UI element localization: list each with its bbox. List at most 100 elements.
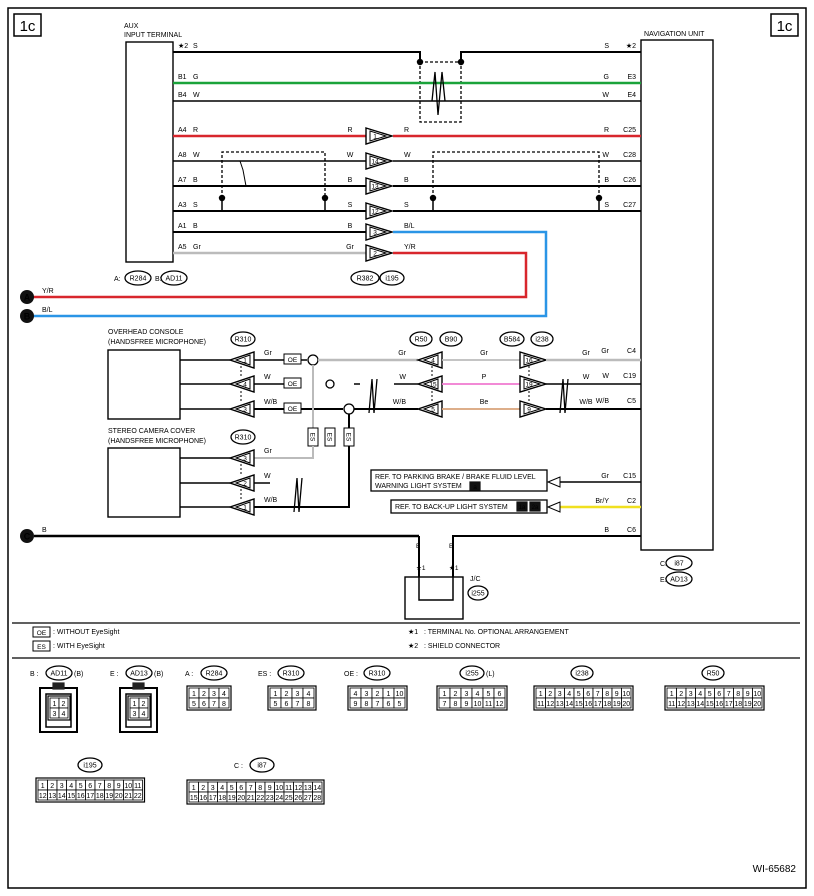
junction-connector-pin-pin: 14	[371, 159, 379, 166]
view-suffix: (B)	[154, 671, 163, 678]
mid-left-color: Gr	[398, 350, 406, 357]
view-r284-pin: 2	[202, 691, 206, 698]
twist-hint	[239, 160, 247, 187]
figure-id: WI-65682	[753, 864, 797, 875]
junction-conn-a	[350, 270, 380, 286]
es-tag-vertical: ES	[343, 427, 355, 447]
stereo-conn-text: R310	[235, 435, 252, 442]
nav-conn-e-label: E:	[660, 577, 667, 584]
splice-dot	[429, 194, 437, 202]
view-r284-pin: 6	[202, 701, 206, 708]
stereo-connector-pin-pin: 3	[243, 456, 247, 463]
aux-pin-color: B	[193, 177, 198, 184]
view-i195-pin: 6	[88, 783, 92, 790]
view-i87-pin: 13	[304, 785, 312, 792]
stereo-title-1: STEREO CAMERA COVER	[108, 428, 195, 435]
view-r310-oe-pin: 1	[387, 691, 391, 698]
legend-star1: ★1	[408, 628, 418, 636]
es-tag-text: ES	[345, 433, 352, 442]
stereo-connector-pin-inner	[234, 501, 251, 513]
mid-wire-color: P	[482, 374, 487, 381]
aux-conn-b-text: AD11	[166, 276, 183, 283]
junction-left-color: B	[348, 177, 353, 184]
view-r310-es-pin: 4	[307, 691, 311, 698]
view-i195-pin: 5	[79, 783, 83, 790]
view-r310-oe-pin: 2	[376, 691, 380, 698]
junction-connector-pin-inner	[369, 155, 388, 167]
ref-backup-box	[390, 499, 548, 514]
junction-right-color: B	[404, 177, 409, 184]
view-r50-pin: 9	[746, 691, 750, 698]
junction-connector-pin-inner	[369, 247, 388, 259]
aux-pin-color: W	[193, 92, 200, 99]
mid-right-connector-pin-pin: 16	[525, 358, 533, 365]
junction-conn-a-text: R382	[357, 276, 374, 283]
junction-connector-pin-inner	[369, 130, 388, 142]
view-conn-ad11	[45, 665, 73, 681]
wire-bl-to-B	[30, 230, 548, 318]
junction-left-color: W	[347, 152, 354, 159]
aux-conn-a	[124, 270, 152, 286]
ref-parking-tag-box	[469, 481, 481, 491]
nav-conn-c-label: C:	[660, 561, 667, 568]
mid-right-connector-pin-pin: 9	[527, 407, 531, 414]
junction-connector-pin-pin: 13	[371, 184, 379, 191]
view-i238-pin: 17	[594, 701, 602, 708]
view-i87-pin: 5	[230, 785, 234, 792]
nav-pin-number: C19	[623, 373, 636, 380]
view-i87-pin: 27	[304, 795, 312, 802]
view-conn-i238-text: i238	[575, 671, 588, 678]
view-i255-pin: 5	[487, 691, 491, 698]
navigation-unit	[640, 39, 714, 551]
tag-left: 1c	[20, 18, 36, 35]
view-r310-oe-pin: 7	[376, 701, 380, 708]
aux-pin-color: S	[193, 43, 198, 50]
view-pins-pin: 4	[62, 711, 66, 718]
view-i238-pin: 3	[558, 691, 562, 698]
view-i255-pin: 11	[485, 701, 492, 708]
nav-pin-number: C2	[627, 498, 636, 505]
tag-right: 1c	[777, 18, 793, 35]
view-i87-pin: 1	[192, 785, 196, 792]
shield-box	[419, 61, 462, 123]
overhead-console	[107, 349, 181, 420]
view-r310-es-pin: 5	[274, 701, 278, 708]
aux-pin-number: ★2	[178, 42, 188, 50]
nav-pin-color: S	[604, 43, 609, 50]
view-i238-pin: 2	[548, 691, 552, 698]
mid-conn-b-text: B90	[445, 337, 458, 344]
mid-right-color: W	[583, 374, 590, 381]
splice-dot	[218, 194, 226, 202]
view-prefix: OE :	[344, 671, 358, 678]
mid-right-connector-pin-inner	[523, 403, 542, 415]
ref-parking-line2: WARNING LIGHT SYSTEM	[375, 483, 462, 490]
jc-star-right: ★1	[449, 564, 459, 572]
view-i87-pin: 12	[294, 785, 302, 792]
aux-pin-number: B4	[178, 92, 187, 99]
view-i87-pin: 8	[258, 785, 262, 792]
view-i195-pin: 19	[105, 793, 113, 800]
view-r50-pin: 14	[696, 701, 704, 708]
aux-pin-number: A5	[178, 244, 187, 251]
external-wire-color: B/L	[42, 307, 53, 314]
view-conn-r284	[200, 665, 228, 681]
ring-terminal	[343, 403, 355, 415]
tag-right-box	[770, 13, 799, 37]
view-i87-pin: 14	[313, 785, 321, 792]
view-r284-pin: 4	[222, 691, 226, 698]
view-i87-pin: 23	[266, 795, 274, 802]
view-r310-oe-pin: 4	[354, 691, 358, 698]
overhead-wire-color: W	[264, 374, 271, 381]
view-i87-pin: 4	[220, 785, 224, 792]
view-latch	[132, 682, 145, 690]
view-pins-pin: 2	[62, 701, 66, 708]
jc-wire-right: B	[449, 543, 453, 550]
view-conn-i195	[77, 757, 103, 773]
view-r50-pin: 7	[727, 691, 731, 698]
view-i87-pin: 16	[199, 795, 207, 802]
mid-right-color: Gr	[582, 350, 590, 357]
junction-conn-b-text: i195	[385, 276, 398, 283]
stereo-connector-pin-inner	[234, 477, 251, 489]
view-r50-cell	[752, 697, 763, 709]
view-conn-i255-text: i255	[465, 671, 478, 678]
